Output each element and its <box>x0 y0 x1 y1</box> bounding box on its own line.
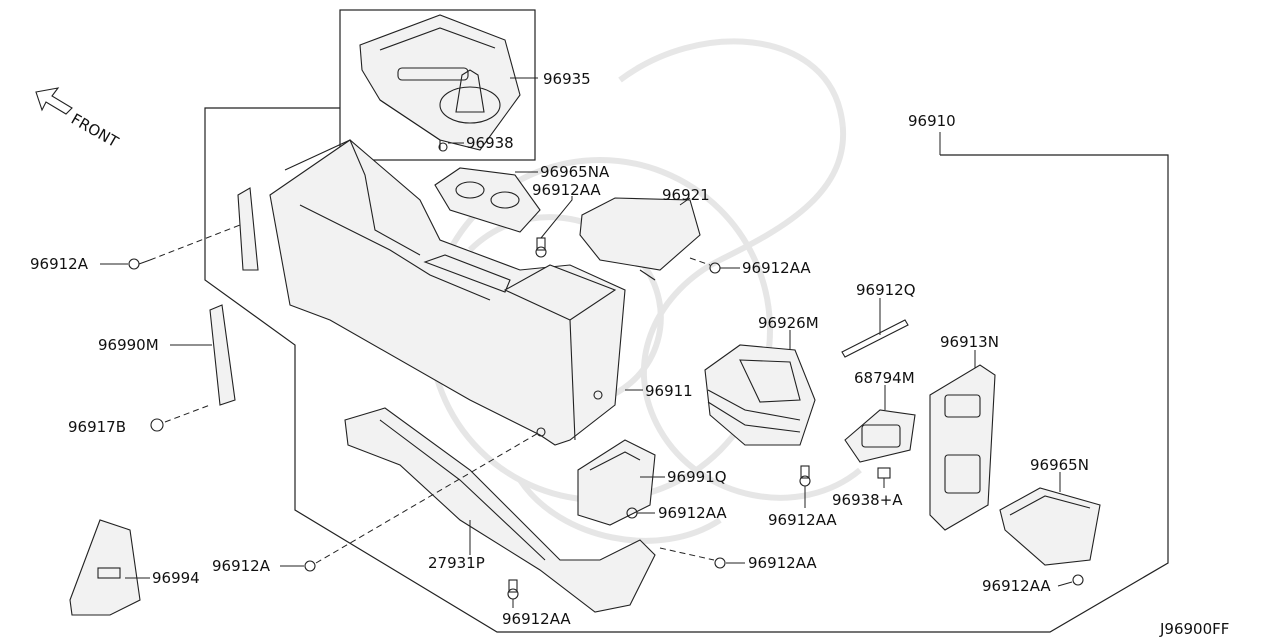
part-96912A-screw-bottom[interactable] <box>280 431 541 572</box>
callout-96991Q: 96991Q <box>667 468 727 486</box>
part-96912AA-screw-bracket[interactable] <box>626 507 655 519</box>
callout-96965NA: 96965NA <box>540 163 610 181</box>
part-96912Q-trim-strip[interactable] <box>841 298 909 358</box>
callout-96912AA-bottom: 96912AA <box>502 610 571 628</box>
part-96965NA-cup-holder[interactable] <box>434 167 541 233</box>
front-label: FRONT <box>68 110 122 152</box>
diagram-code: J96900FF <box>1159 620 1229 637</box>
part-96913N-faceplate[interactable] <box>929 350 996 531</box>
callout-96912A-bottom: 96912A <box>212 557 271 575</box>
callout-96935: 96935 <box>543 70 591 88</box>
part-96912AA-screw-bottom[interactable] <box>507 579 519 608</box>
part-96912AA-screw-duct[interactable] <box>659 547 745 569</box>
callout-96913N: 96913N <box>940 333 999 351</box>
part-96912AA-screw-top[interactable] <box>535 196 573 258</box>
assembly-frame <box>204 107 1169 633</box>
callout-96912A-left: 96912A <box>30 255 89 273</box>
part-96994-plate[interactable] <box>69 519 150 616</box>
part-96912AA-screw-right[interactable] <box>1057 574 1084 587</box>
part-96965N-tray[interactable] <box>999 472 1101 566</box>
part-27931P-duct[interactable] <box>344 407 656 613</box>
callout-96938A: 96938+A <box>832 491 903 509</box>
part-96938A-clip[interactable] <box>877 467 891 488</box>
callout-96926M: 96926M <box>758 314 819 332</box>
callout-96990M: 96990M <box>98 336 159 354</box>
part-96991Q-bracket[interactable] <box>577 439 665 526</box>
callout-96912AA-bracket: 96912AA <box>658 504 727 522</box>
callout-96912AA-right: 96912AA <box>982 577 1051 595</box>
callout-96921: 96921 <box>662 186 710 204</box>
part-96926M-storage-bin[interactable] <box>704 330 816 446</box>
part-96912A-screw-left[interactable] <box>100 187 259 271</box>
part-96990M-side-bracket[interactable] <box>170 304 236 406</box>
callout-96938: 96938 <box>466 134 514 152</box>
callout-68794M: 68794M <box>854 369 915 387</box>
callout-96917B: 96917B <box>68 418 126 436</box>
callout-96910: 96910 <box>908 112 956 130</box>
part-96911-console-body[interactable] <box>269 139 643 446</box>
callout-96965N: 96965N <box>1030 456 1089 474</box>
callout-96912AA-lid: 96912AA <box>742 259 811 277</box>
callout-96912AA-duct: 96912AA <box>748 554 817 572</box>
callout-96911: 96911 <box>645 382 693 400</box>
callout-96912AA-mid: 96912AA <box>768 511 837 529</box>
front-arrow-icon <box>35 87 73 115</box>
callout-96912AA-top: 96912AA <box>532 181 601 199</box>
part-96912AA-screw-mid[interactable] <box>799 465 811 508</box>
callout-27931P: 27931P <box>428 554 485 572</box>
callout-96994: 96994 <box>152 569 200 587</box>
part-96938-clip[interactable] <box>438 142 464 152</box>
part-96921-armrest-lid[interactable] <box>579 197 701 281</box>
callout-96912Q: 96912Q <box>856 281 916 299</box>
part-96917B-nut[interactable] <box>150 404 211 432</box>
part-96912AA-screw-lid[interactable] <box>689 257 740 274</box>
part-68794M-air-vent[interactable] <box>844 385 916 463</box>
part-96935-shift-panel[interactable] <box>339 9 538 161</box>
